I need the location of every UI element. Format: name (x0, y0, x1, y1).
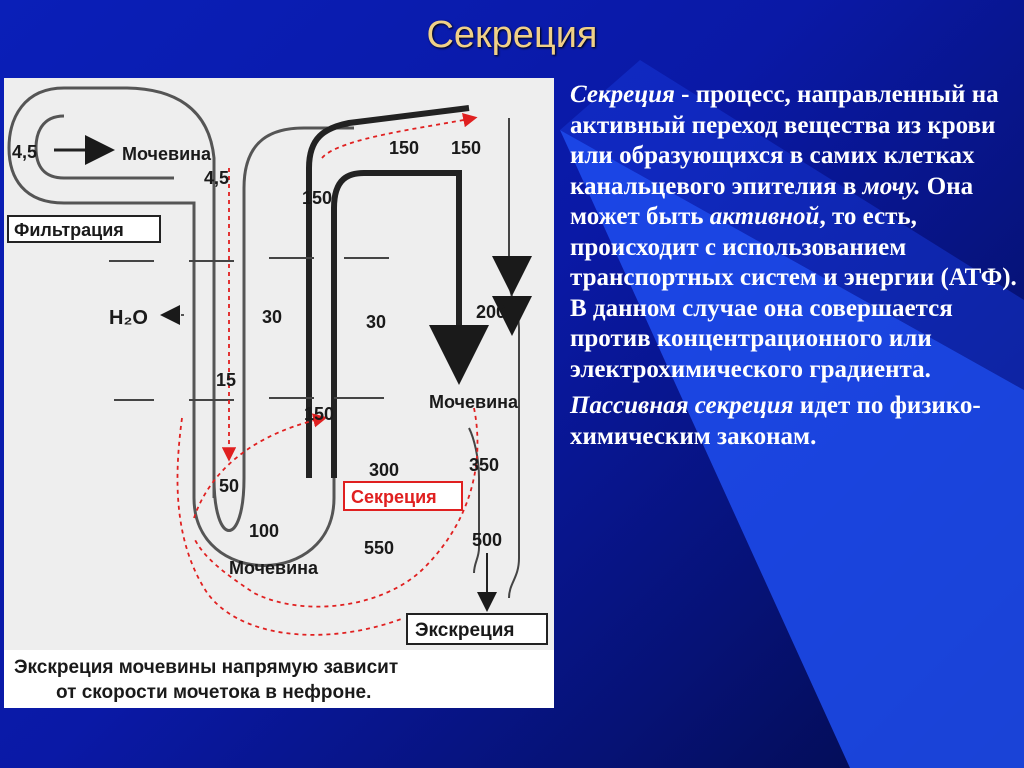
label-350: 350 (469, 455, 499, 475)
text-part: идет по физико-химическим законам. (570, 392, 981, 450)
label-150-bottom: 150 (304, 404, 334, 424)
label-300: 300 (369, 460, 399, 480)
collecting-duct (468, 118, 520, 599)
label-100: 100 (249, 521, 279, 541)
term-secretion: Секреция (570, 81, 675, 108)
label-500: 500 (472, 530, 502, 550)
label-150-b: 150 (451, 138, 481, 158)
loop-of-henle (192, 126, 354, 567)
label-h2o: H₂O (109, 307, 148, 329)
label-30-left: 30 (262, 307, 282, 327)
caption-line-2: от скорости мочетока в нефроне. (56, 682, 371, 703)
label-4-5-left: 4,5 (12, 142, 37, 162)
label-urea-bottom: Мочевина (229, 558, 319, 578)
zone-markers (109, 257, 389, 401)
label-150-c: 150 (302, 188, 332, 208)
text-part: Она может быть (570, 172, 974, 231)
urea-flow-dashed (176, 113, 479, 636)
secretion-box (343, 481, 463, 511)
label-150-a: 150 (389, 138, 419, 158)
label-550: 550 (364, 538, 394, 558)
caption-line-1: Экскреция мочевины напрямую зависит (14, 657, 398, 678)
term-passive: Пассивная секреция (570, 392, 794, 419)
slide-title: Секреция (426, 14, 598, 56)
label-secretion: Секреция (351, 487, 437, 507)
excretion-box (406, 613, 548, 645)
filtration-box (7, 215, 161, 243)
caption-panel (4, 650, 554, 708)
term-urine: мочу. (862, 172, 921, 200)
definition-text: Секреция - процесс, направленный на акти… (570, 80, 1020, 452)
text-part: , то есть, происходит с использованием т… (570, 203, 1017, 383)
label-50: 50 (219, 476, 239, 496)
label-30-right: 30 (366, 312, 386, 332)
label-15: 15 (216, 370, 236, 390)
glomerulus-shape (7, 86, 216, 498)
text-part: - процесс, направленный на активный пере… (570, 81, 999, 200)
label-4-5-below: 4,5 (204, 168, 229, 188)
label-200: 200 (476, 302, 506, 322)
term-active: активной (709, 203, 820, 230)
label-excretion: Экскреция (415, 620, 514, 641)
label-urea-top: Мочевина (122, 144, 212, 164)
distal-tubule (306, 105, 470, 478)
paragraph-secretion: Секреция - процесс, направленный на акти… (570, 80, 1020, 385)
nephron-diagram: 4,5 Мочевина 4,5 Фильтрация H₂O 150 150 … (4, 78, 554, 708)
paragraph-passive: Пассивная секреция идет по физико-химиче… (570, 391, 1020, 452)
label-urea-right: Мочевина (429, 392, 519, 412)
label-filtration: Фильтрация (14, 220, 124, 240)
